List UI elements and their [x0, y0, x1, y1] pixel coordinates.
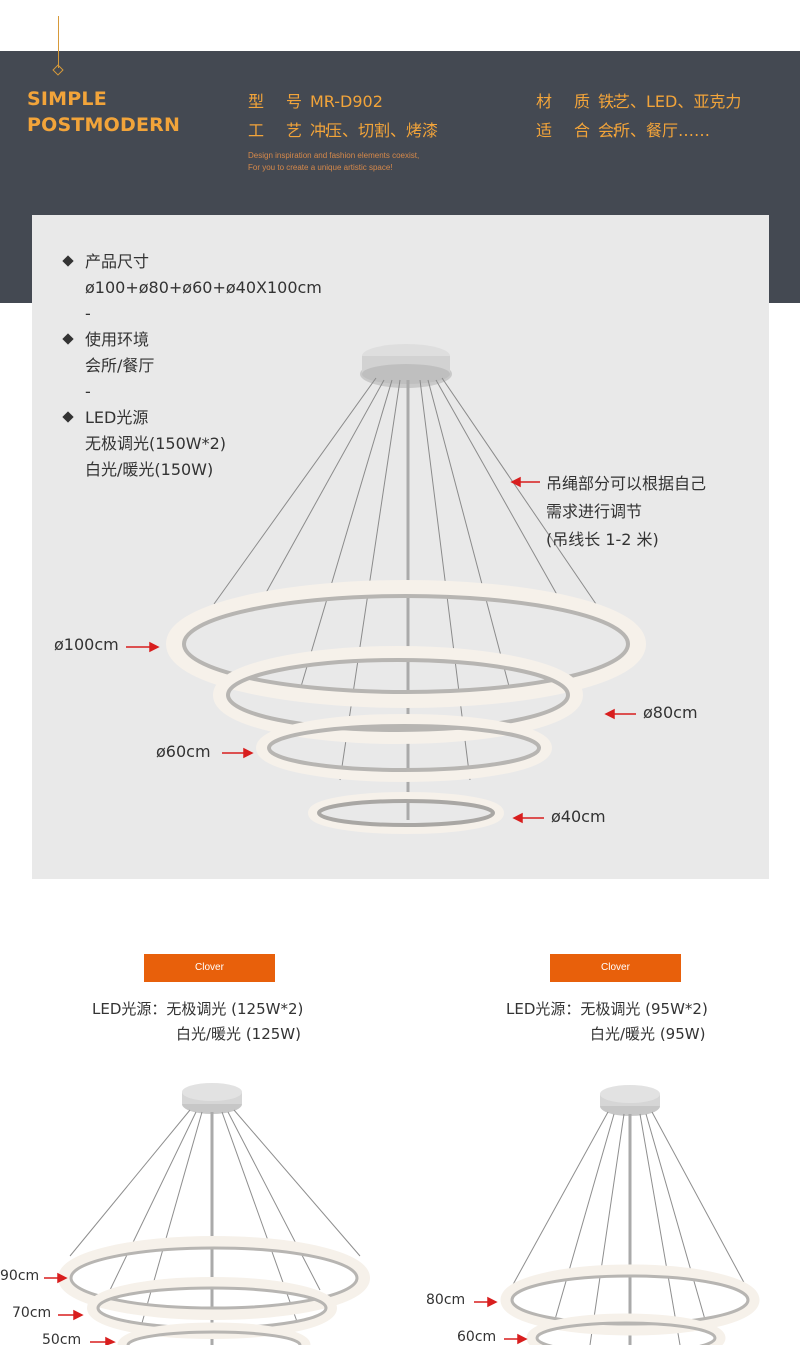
variant-2-chandelier: [474, 1085, 760, 1345]
spec-use-value: 会所、餐厅……: [598, 121, 711, 140]
variant-1-line-1: LED光源：无极调光 (125W*2): [92, 1000, 304, 1018]
label-d60: ø60cm: [156, 742, 211, 761]
label-d40: ø40cm: [551, 807, 606, 826]
variant-1-chandelier: [44, 1083, 370, 1345]
variant-1-spec: LED光源：无极调光 (125W*2) 白光/暖光 (125W): [92, 997, 303, 1047]
ring-40: [308, 792, 504, 834]
ring-60: [256, 714, 552, 782]
variant-badge: Clover: [144, 954, 275, 982]
note-line-2: 需求进行调节: [546, 502, 643, 521]
spec-model-key: 型号:: [248, 92, 352, 111]
note-line-3: (吊线长 1-2 米): [546, 530, 659, 549]
led-value-1: 无极调光(150W*2): [85, 434, 227, 453]
wire-note: 吊绳部分可以根据自己 需求进行调节 (吊线长 1-2 米): [546, 470, 706, 554]
note-line-1: 吊绳部分可以根据自己: [546, 474, 707, 493]
brand-line-1: SIMPLE: [27, 88, 107, 110]
env-value: 会所/餐厅: [85, 356, 155, 375]
label-d100: ø100cm: [54, 635, 119, 654]
led-title: LED光源: [85, 408, 149, 427]
env-info: 使用环境 会所/餐厅 -: [85, 327, 154, 405]
spec-use-key: 适合:: [536, 121, 640, 140]
env-title: 使用环境: [85, 330, 150, 349]
tagline-line-2: For you to create a unique artistic spac…: [248, 163, 393, 172]
variant-1-label-50: 50cm: [42, 1332, 82, 1348]
tagline: Design inspiration and fashion elements …: [248, 150, 419, 174]
label-d80: ø80cm: [643, 703, 698, 722]
variant-1-label-70: 70cm: [12, 1305, 52, 1321]
variant-2-line-2: 白光/暖光 (95W): [590, 1025, 706, 1043]
spec-material: 材质:铁艺、LED、亚克力: [536, 88, 741, 112]
spec-craft-value: 冲压、切割、烤漆: [310, 121, 439, 140]
variant-2-spec: LED光源：无极调光 (95W*2) 白光/暖光 (95W): [506, 997, 708, 1047]
decorative-line: [58, 16, 59, 68]
spec-material-key: 材质:: [536, 92, 640, 111]
separator: -: [85, 382, 91, 401]
brand-line-2: POSTMODERN: [27, 114, 181, 136]
separator: -: [85, 304, 91, 323]
dimension-arrows: [126, 476, 636, 824]
variant-1-line-2: 白光/暖光 (125W): [176, 1025, 301, 1043]
spec-craft-key: 工艺:: [248, 121, 352, 140]
led-value-2: 白光/暖光(150W): [85, 460, 214, 479]
size-value: ø100+ø80+ø60+ø40X100cm: [85, 278, 322, 297]
variant-1-label-90: 90cm: [0, 1268, 40, 1284]
spec-craft: 工艺:冲压、切割、烤漆: [248, 117, 438, 141]
tagline-line-1: Design inspiration and fashion elements …: [248, 151, 420, 160]
variant-2-label-60: 60cm: [457, 1329, 497, 1345]
spec-model: 型号:MR-D902: [248, 88, 383, 112]
variant-2-label-80: 80cm: [426, 1292, 466, 1308]
size-info: 产品尺寸 ø100+ø80+ø60+ø40X100cm -: [85, 249, 322, 327]
suspension-wires: [213, 377, 597, 781]
variant-badge: Clover: [550, 954, 681, 982]
spec-model-value: MR-D902: [310, 92, 383, 111]
spec-use: 适合:会所、餐厅……: [536, 117, 710, 141]
brand-title: SIMPLE POSTMODERN: [27, 86, 180, 138]
ring-80: [213, 646, 583, 744]
spec-material-value: 铁艺、LED、亚克力: [598, 92, 742, 111]
led-info: LED光源 无极调光(150W*2) 白光/暖光(150W): [85, 405, 226, 483]
size-title: 产品尺寸: [85, 252, 150, 271]
ring-100: [166, 580, 646, 708]
variant-2-line-1: LED光源：无极调光 (95W*2): [506, 1000, 708, 1018]
